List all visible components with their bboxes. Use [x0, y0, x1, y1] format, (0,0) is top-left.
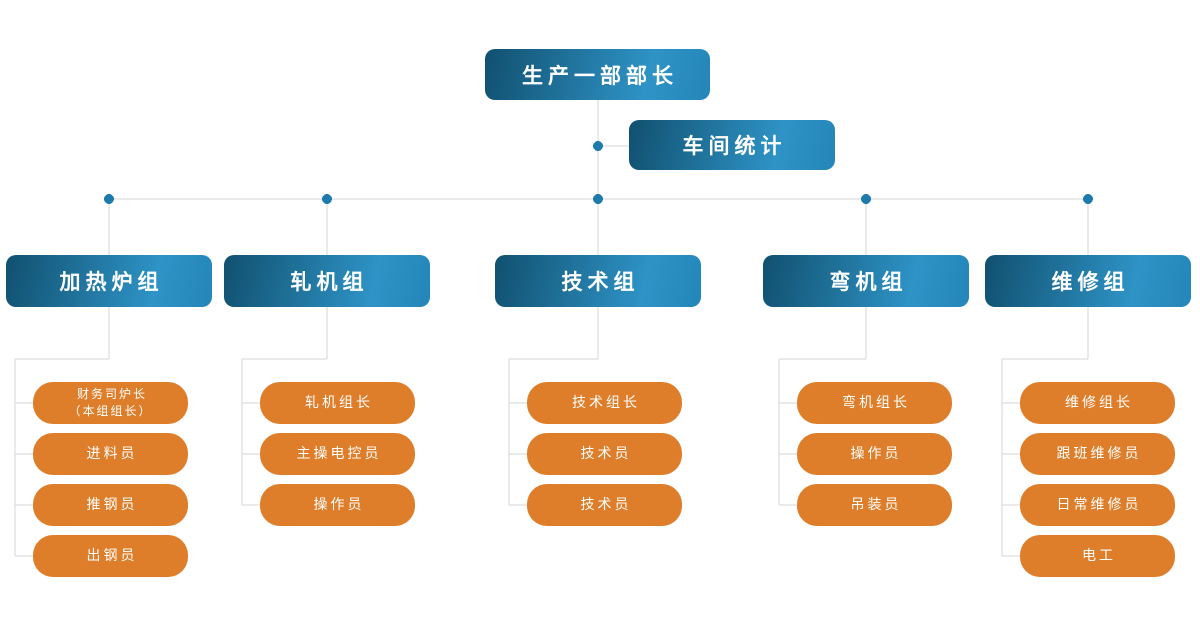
- member-column-4: 维修组长 跟班维修员 日常维修员 电工: [1020, 382, 1175, 577]
- member-column-2: 技术组长 技术员 技术员: [527, 382, 682, 526]
- group-node-1: 轧机组: [224, 255, 430, 307]
- member-node: 技术员: [527, 484, 682, 526]
- connector-dot: [861, 194, 871, 204]
- group-node-2: 技术组: [495, 255, 701, 307]
- member-node: 跟班维修员: [1020, 433, 1175, 475]
- connector-dot: [322, 194, 332, 204]
- group-node-0: 加热炉组: [6, 255, 212, 307]
- connector-dot: [1083, 194, 1093, 204]
- connector-dot: [593, 141, 603, 151]
- connector-dot: [104, 194, 114, 204]
- member-node: 进料员: [33, 433, 188, 475]
- member-node: 技术员: [527, 433, 682, 475]
- member-column-1: 轧机组长 主操电控员 操作员: [260, 382, 415, 526]
- member-node: 出钢员: [33, 535, 188, 577]
- member-node: 维修组长: [1020, 382, 1175, 424]
- member-node: 财务司炉长 （本组组长）: [33, 382, 188, 424]
- member-node: 技术组长: [527, 382, 682, 424]
- member-column-3: 弯机组长 操作员 吊装员: [797, 382, 952, 526]
- member-node: 操作员: [797, 433, 952, 475]
- member-node: 主操电控员: [260, 433, 415, 475]
- root-node: 生产一部部长: [485, 49, 710, 100]
- group-node-4: 维修组: [985, 255, 1191, 307]
- staff-node: 车间统计: [629, 120, 835, 170]
- member-column-0: 财务司炉长 （本组组长） 进料员 推钢员 出钢员: [33, 382, 188, 577]
- member-node: 电工: [1020, 535, 1175, 577]
- member-node: 日常维修员: [1020, 484, 1175, 526]
- connector-dot: [593, 194, 603, 204]
- member-node: 操作员: [260, 484, 415, 526]
- member-node: 推钢员: [33, 484, 188, 526]
- member-node: 弯机组长: [797, 382, 952, 424]
- member-node: 吊装员: [797, 484, 952, 526]
- member-node: 轧机组长: [260, 382, 415, 424]
- group-node-3: 弯机组: [763, 255, 969, 307]
